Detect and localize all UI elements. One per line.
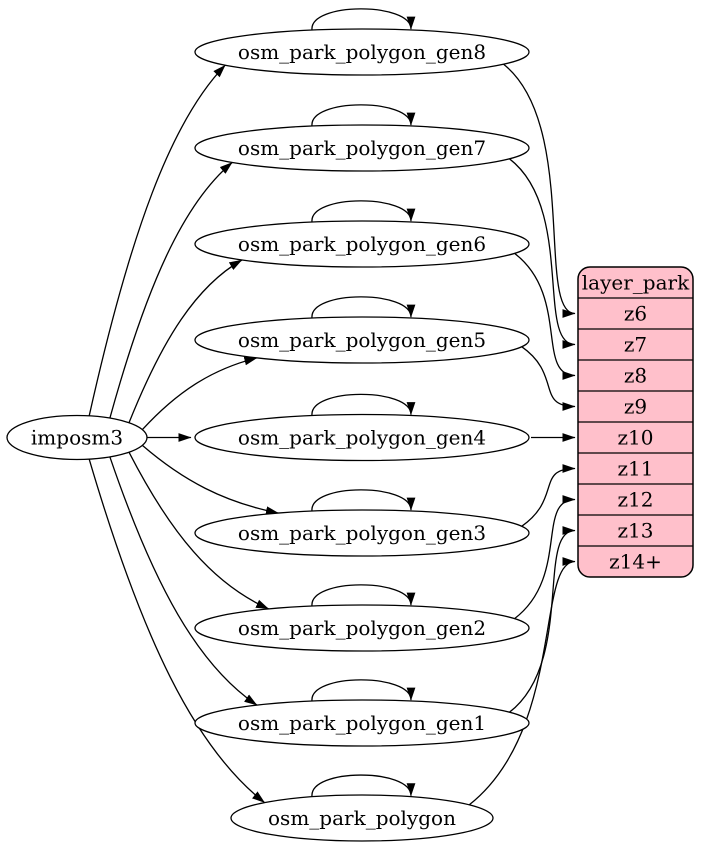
edge-imposm3-to-osm_park_polygon_gen6 (128, 259, 243, 424)
table-node-osm_park_polygon_gen6: osm_park_polygon_gen6 (194, 220, 530, 268)
table-node-osm_park_polygon_gen4: osm_park_polygon_gen4 (194, 413, 530, 462)
nodes-layer: osm_park_polygon_gen8 osm_park_polygon_ge… (6, 28, 694, 842)
record-row-z14+: z14+ (609, 550, 662, 574)
table-node-shape (230, 794, 494, 842)
table-node-label: osm_park_polygon_gen8 (238, 40, 486, 64)
edge-imposm3-to-osm_park_polygon_gen2 (128, 451, 270, 610)
record-row-z9: z9 (624, 395, 647, 419)
record-row-z6: z6 (624, 302, 647, 326)
record-row-z11: z11 (618, 457, 654, 481)
table-node-osm_park_polygon_gen3: osm_park_polygon_gen3 (194, 509, 530, 557)
record-node-layer_park: layer_park z6 z7 z8 z9 z10 z11 z12 z13 z14+ (577, 266, 694, 578)
edge-osm_park_polygon_gen6-to-layer_park-z8 (514, 252, 576, 380)
source-node-shape (6, 414, 148, 461)
table-node-label: osm_park_polygon_gen6 (238, 232, 486, 256)
table-node-label: osm_park_polygon (268, 806, 456, 830)
edge-imposm3-to-osm_park_polygon_gen3 (141, 444, 279, 515)
table-node-shape (194, 699, 530, 747)
table-node-osm_park_polygon_gen7: osm_park_polygon_gen7 (194, 124, 530, 172)
record-row-z8: z8 (624, 364, 647, 388)
edge-osm_park_polygon_gen6-self-loop (311, 200, 416, 223)
record-row-z12: z12 (618, 488, 654, 512)
edge-osm_park_polygon_gen5-to-layer_park-z9 (521, 346, 576, 411)
edge-osm_park_polygon_gen8-to-layer_park-z6 (503, 63, 576, 318)
edge-osm_park_polygon_gen3-to-layer_park-z11 (521, 464, 576, 527)
edge-osm_park_polygon-to-layer_park-z14+ (468, 557, 576, 806)
table-node-shape (194, 509, 530, 557)
edge-osm_park_polygon_gen1-self-loop (311, 679, 416, 702)
record-row-z7: z7 (624, 333, 647, 357)
record-title: layer_park (582, 271, 690, 295)
table-node-shape (194, 28, 530, 76)
table-node-label: osm_park_polygon_gen7 (238, 136, 486, 160)
table-node-label: osm_park_polygon_gen5 (238, 328, 486, 352)
table-node-osm_park_polygon: osm_park_polygon (230, 794, 494, 842)
edge-imposm3-to-osm_park_polygon (88, 459, 266, 804)
edges-layer (88, 8, 576, 806)
source-node-label: imposm3 (31, 426, 123, 450)
record-row-z13: z13 (618, 519, 654, 543)
table-node-osm_park_polygon_gen5: osm_park_polygon_gen5 (194, 316, 530, 364)
table-node-label: osm_park_polygon_gen3 (238, 521, 486, 545)
edge-osm_park_polygon_gen2-self-loop (311, 584, 416, 607)
table-node-osm_park_polygon_gen8: osm_park_polygon_gen8 (194, 28, 530, 76)
table-node-shape (194, 316, 530, 364)
record-row-z10: z10 (618, 426, 654, 450)
edge-imposm3-to-osm_park_polygon_gen7 (109, 162, 233, 419)
edge-osm_park_polygon-self-loop (311, 774, 416, 797)
table-node-shape (194, 220, 530, 268)
edge-osm_park_polygon_gen8-self-loop (311, 8, 416, 31)
edge-osm_park_polygon_gen7-to-layer_park-z7 (509, 158, 576, 349)
edge-osm_park_polygon_gen3-self-loop (311, 489, 416, 512)
table-node-label: osm_park_polygon_gen2 (238, 616, 486, 640)
table-node-shape (194, 124, 530, 172)
edge-osm_park_polygon_gen2-to-layer_park-z12 (514, 495, 576, 620)
table-node-osm_park_polygon_gen1: osm_park_polygon_gen1 (194, 699, 530, 747)
table-node-shape (194, 413, 530, 462)
table-node-label: osm_park_polygon_gen1 (238, 711, 486, 735)
table-node-osm_park_polygon_gen2: osm_park_polygon_gen2 (194, 604, 530, 652)
edge-imposm3-to-osm_park_polygon_gen1 (109, 456, 258, 706)
edge-imposm3-to-osm_park_polygon_gen5 (141, 356, 258, 431)
table-node-shape (194, 604, 530, 652)
edge-osm_park_polygon_gen4-self-loop (311, 393, 416, 416)
edge-osm_park_polygon_gen5-self-loop (311, 296, 416, 319)
source-node-imposm3: imposm3 (6, 414, 148, 461)
table-node-label: osm_park_polygon_gen4 (238, 426, 486, 450)
edge-osm_park_polygon_gen7-self-loop (311, 104, 416, 127)
edge-imposm3-to-osm_park_polygon_gen8 (88, 64, 226, 416)
